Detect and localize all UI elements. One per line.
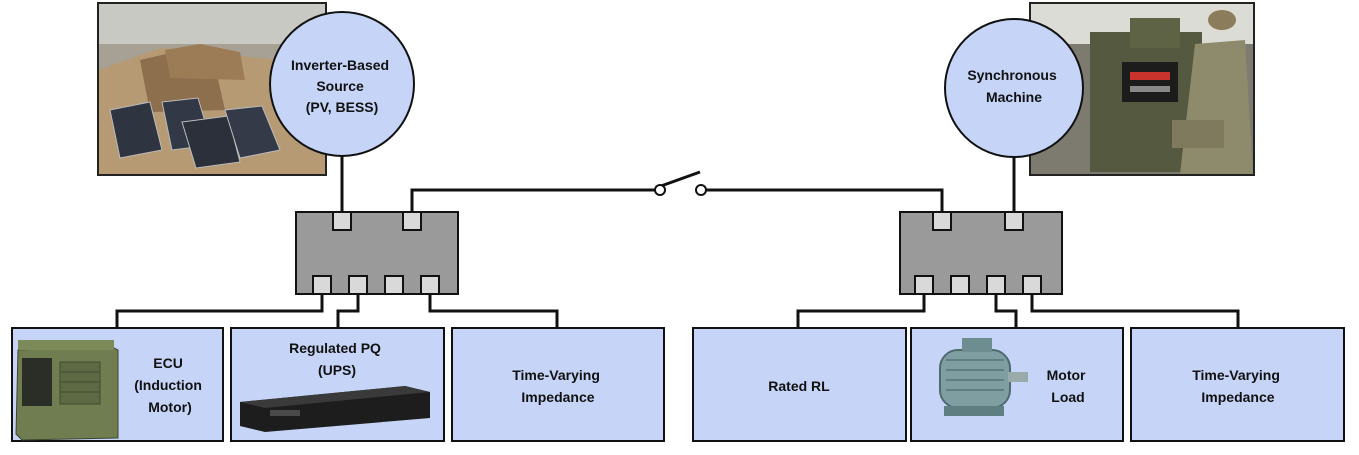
- load-motor-label: Motor Load: [1047, 367, 1090, 405]
- inverter-source-line-2: Source: [316, 78, 364, 94]
- right-bus-node: [899, 211, 1063, 295]
- sync-machine-line-1: Synchronous: [967, 67, 1057, 83]
- load-ups-label: Regulated PQ (UPS): [289, 340, 385, 378]
- load-motor-box: Motor Load: [910, 327, 1124, 442]
- load-ecu-box: ECU (Induction Motor): [11, 327, 224, 442]
- load-time-varying-impedance-right-box: Time-Varying Impedance: [1130, 327, 1345, 442]
- tvi-right-line-2: Impedance: [1201, 389, 1274, 405]
- synchronous-machine-label: Synchronous Machine: [967, 67, 1060, 105]
- tie-switch: [654, 170, 707, 196]
- synchronous-machine-node: [944, 18, 1084, 158]
- load-tvi-right-label: Time-Varying Impedance: [1192, 367, 1284, 405]
- connection-wires: [115, 156, 1240, 328]
- tvi-left-line-1: Time-Varying: [512, 367, 600, 383]
- load-rated-rl-label: Rated RL: [768, 378, 830, 394]
- inverter-based-source-label: Inverter-Based Source (PV, BESS): [291, 57, 393, 115]
- left-bus-node: [295, 211, 459, 295]
- load-tvi-left-label: Time-Varying Impedance: [512, 367, 604, 405]
- load-time-varying-impedance-left-box: Time-Varying Impedance: [451, 327, 665, 442]
- inverter-source-line-1: Inverter-Based: [291, 57, 389, 73]
- load-ecu-label: ECU (Induction Motor): [134, 355, 206, 415]
- ecu-line-1: ECU: [153, 355, 183, 371]
- ups-line-2: (UPS): [318, 362, 356, 378]
- generator-soldier-photo: [1029, 2, 1255, 176]
- sync-machine-line-2: Machine: [986, 89, 1042, 105]
- inverter-source-line-3: (PV, BESS): [306, 99, 379, 115]
- ecu-line-3: Motor): [148, 399, 192, 415]
- solar-panels-photo: [97, 2, 327, 176]
- ups-rack-image: [240, 386, 430, 432]
- load-ups-box: Regulated PQ (UPS): [230, 327, 445, 442]
- tvi-right-line-1: Time-Varying: [1192, 367, 1280, 383]
- motor-line-2: Load: [1051, 389, 1084, 405]
- motor-line-1: Motor: [1047, 367, 1086, 383]
- load-rated-rl-box: Rated RL: [692, 327, 907, 442]
- ecu-line-2: (Induction: [134, 377, 202, 393]
- ups-line-1: Regulated PQ: [289, 340, 381, 356]
- ecu-unit-image: [15, 340, 119, 441]
- tvi-left-line-2: Impedance: [521, 389, 594, 405]
- electric-motor-image: [939, 338, 1028, 416]
